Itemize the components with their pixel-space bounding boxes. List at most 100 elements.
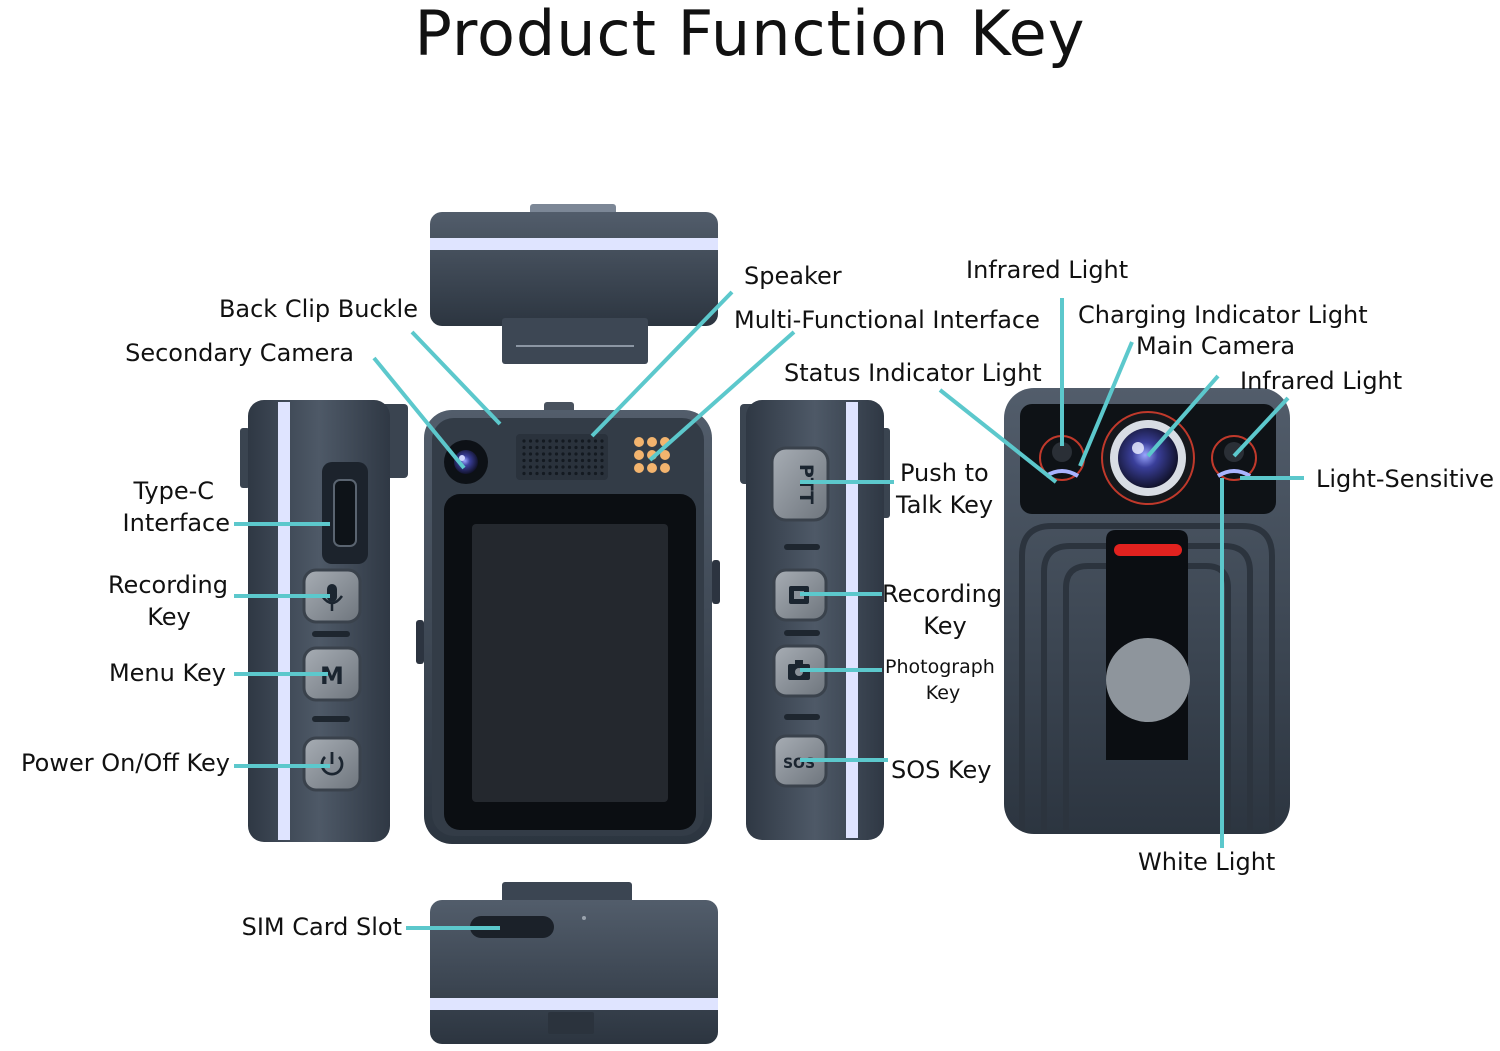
speaker-hole	[535, 445, 539, 450]
speaker-hole	[535, 471, 539, 476]
speaker-hole	[587, 465, 591, 469]
label-main-camera: Main Camera	[1136, 332, 1295, 360]
leader-lines	[234, 290, 1304, 930]
left-side-view: M	[240, 400, 408, 842]
label-recording-right-1: Recording	[882, 580, 1002, 608]
speaker-hole	[600, 471, 604, 476]
speaker-hole	[548, 465, 552, 469]
main-camera-lens	[1118, 428, 1178, 488]
speaker-hole	[593, 439, 598, 443]
label-recording-left-2: Key	[147, 603, 191, 631]
label-photograph-2: Key	[926, 682, 960, 704]
speaker-hole	[567, 452, 572, 456]
speaker-hole	[528, 445, 533, 450]
speaker-hole	[574, 439, 578, 443]
speaker-hole	[587, 452, 591, 456]
speaker-hole	[522, 471, 526, 476]
speaker-hole	[522, 439, 526, 443]
speaker-hole	[587, 458, 591, 463]
label-sos-key: SOS Key	[891, 756, 992, 784]
label-ptt-1: Push to	[900, 459, 989, 487]
speaker-hole	[567, 445, 572, 450]
label-power-key: Power On/Off Key	[21, 749, 230, 777]
label-recording-left-1: Recording	[108, 571, 228, 599]
speaker-hole	[548, 471, 552, 476]
label-multi-functional-interface: Multi-Functional Interface	[734, 306, 1040, 334]
rear-clip-disc	[1106, 638, 1190, 722]
label-speaker: Speaker	[744, 262, 842, 290]
speaker-hole	[528, 439, 533, 443]
speaker-hole	[600, 452, 604, 456]
speaker-hole	[554, 452, 559, 456]
speaker-hole	[600, 465, 604, 469]
speaker-hole	[600, 458, 604, 463]
speaker-grille	[516, 434, 608, 480]
speaker-hole	[554, 458, 559, 463]
speaker-hole	[574, 445, 578, 450]
speaker-hole	[528, 458, 533, 463]
speaker-hole	[593, 465, 598, 469]
speaker-hole	[554, 439, 559, 443]
speaker-hole	[535, 458, 539, 463]
record-icon	[789, 586, 809, 604]
speaker-hole	[567, 471, 572, 476]
label-white-light: White Light	[1138, 848, 1275, 876]
speaker-hole	[561, 458, 565, 463]
speaker-hole	[587, 439, 591, 443]
label-type-c-1: Type-C	[132, 477, 214, 505]
speaker-hole	[561, 445, 565, 450]
label-menu-key: Menu Key	[109, 659, 226, 687]
speaker-hole	[554, 445, 559, 450]
speaker-hole	[587, 445, 591, 450]
speaker-hole	[548, 439, 552, 443]
speaker-hole	[535, 465, 539, 469]
power-icon	[320, 752, 344, 776]
status-bar-red	[1114, 544, 1182, 556]
speaker-hole	[535, 439, 539, 443]
speaker-hole	[561, 465, 565, 469]
bottom-view	[430, 882, 718, 1044]
speaker-hole	[535, 452, 539, 456]
speaker-hole	[522, 445, 526, 450]
speaker-hole	[522, 452, 526, 456]
speaker-hole	[567, 439, 572, 443]
speaker-hole	[561, 471, 565, 476]
menu-key-glyph: M	[320, 662, 344, 690]
speaker-hole	[548, 458, 552, 463]
speaker-hole	[522, 458, 526, 463]
speaker-hole	[561, 452, 565, 456]
back-view	[1004, 388, 1290, 834]
front-view	[416, 402, 720, 844]
speaker-hole	[580, 458, 585, 463]
label-infrared-light-top: Infrared Light	[966, 256, 1128, 284]
speaker-hole	[593, 458, 598, 463]
speaker-hole	[574, 471, 578, 476]
speaker-hole	[528, 465, 533, 469]
speaker-hole	[580, 465, 585, 469]
left-stripe	[278, 402, 290, 840]
speaker-hole	[567, 465, 572, 469]
label-secondary-camera: Secondary Camera	[125, 339, 354, 367]
speaker-hole	[580, 452, 585, 456]
sim-card-slot	[470, 916, 554, 938]
label-light-sensitive: Light-Sensitive	[1316, 465, 1494, 493]
speaker-hole	[600, 439, 604, 443]
label-sim-card-slot: SIM Card Slot	[242, 913, 402, 941]
speaker-hole	[600, 445, 604, 450]
speaker-hole	[574, 465, 578, 469]
speaker-hole	[561, 439, 565, 443]
speaker-hole	[574, 452, 578, 456]
speaker-hole	[541, 471, 546, 476]
label-back-clip-buckle: Back Clip Buckle	[219, 295, 418, 323]
ptt-glyph: PTT	[795, 464, 817, 504]
label-ptt-2: Talk Key	[895, 491, 993, 519]
speaker-hole	[548, 445, 552, 450]
speaker-hole	[541, 465, 546, 469]
label-recording-right-2: Key	[923, 612, 967, 640]
speaker-hole	[541, 445, 546, 450]
speaker-hole	[554, 471, 559, 476]
speaker-hole	[541, 458, 546, 463]
speaker-hole	[580, 471, 585, 476]
labels: Back Clip Buckle Secondary Camera Speake…	[21, 256, 1494, 941]
